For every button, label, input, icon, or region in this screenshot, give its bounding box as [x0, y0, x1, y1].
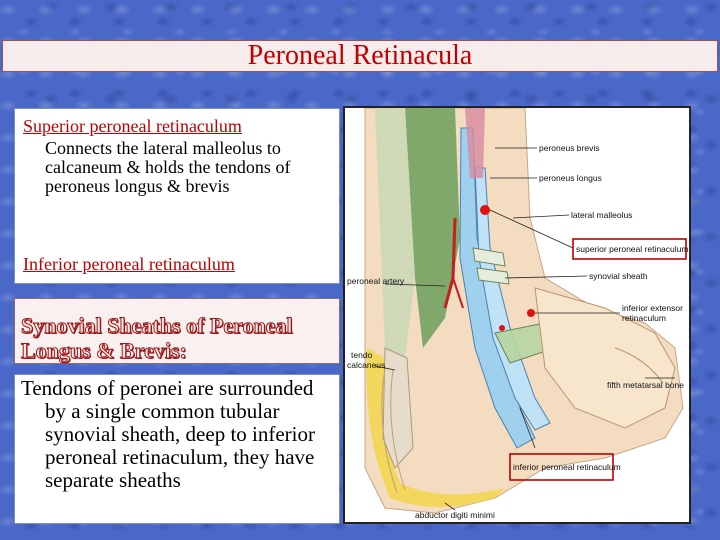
title-bar: Peroneal Retinacula: [2, 40, 718, 72]
label-synovial-sheath: synovial sheath: [589, 271, 648, 281]
superior-retinaculum-heading: Superior peroneal retinaculum: [23, 116, 242, 136]
inferior-retinaculum-highlight: [509, 453, 614, 481]
label-lateral-malleolus: lateral malleolus: [571, 210, 632, 220]
label-peroneus-longus: peroneus longus: [539, 173, 602, 183]
synovial-heading-box: Synovial Sheaths of Peroneal Longus & Br…: [14, 298, 340, 364]
label-fifth-metatarsal: fifth metatarsal bone: [607, 380, 684, 390]
marker-sheath: [499, 325, 505, 331]
marker-inferior-extensor: [527, 309, 535, 317]
retinaculum-text-box: Superior peroneal retinaculum Connects t…: [14, 108, 340, 284]
label-peroneal-artery: peroneal artery: [347, 276, 405, 286]
label-tendo-1: tendo: [351, 350, 373, 360]
label-tendo-2: calcaneus: [347, 360, 385, 370]
ankle-anatomy-figure: peroneus brevis peroneus longus lateral …: [343, 106, 691, 524]
label-superior-retinaculum: superior peroneal retinaculum: [576, 244, 688, 254]
label-abductor: abductor digiti minimi: [415, 510, 495, 520]
synovial-text-box: Tendons of peronei are surrounded by a s…: [14, 374, 340, 524]
label-inferior-extensor-2: retinaculum: [622, 313, 666, 323]
label-peroneus-brevis: peroneus brevis: [539, 143, 599, 153]
label-inferior-retinaculum: inferior peroneal retinaculum: [513, 462, 621, 472]
inferior-retinaculum-heading: Inferior peroneal retinaculum: [23, 254, 235, 274]
superior-retinaculum-description: Connects the lateral malleolus to calcan…: [45, 138, 291, 196]
marker-superior: [480, 205, 490, 215]
slide-title: Peroneal Retinacula: [247, 40, 473, 71]
superior-retinaculum-highlight: [572, 238, 687, 260]
synovial-sheaths-heading: Synovial Sheaths of Peroneal Longus & Br…: [21, 313, 294, 364]
ankle-illustration: peroneus brevis peroneus longus lateral …: [347, 108, 688, 520]
synovial-description: Tendons of peronei are surrounded by a s…: [21, 376, 316, 492]
label-inferior-extensor-1: inferior extensor: [622, 303, 683, 313]
